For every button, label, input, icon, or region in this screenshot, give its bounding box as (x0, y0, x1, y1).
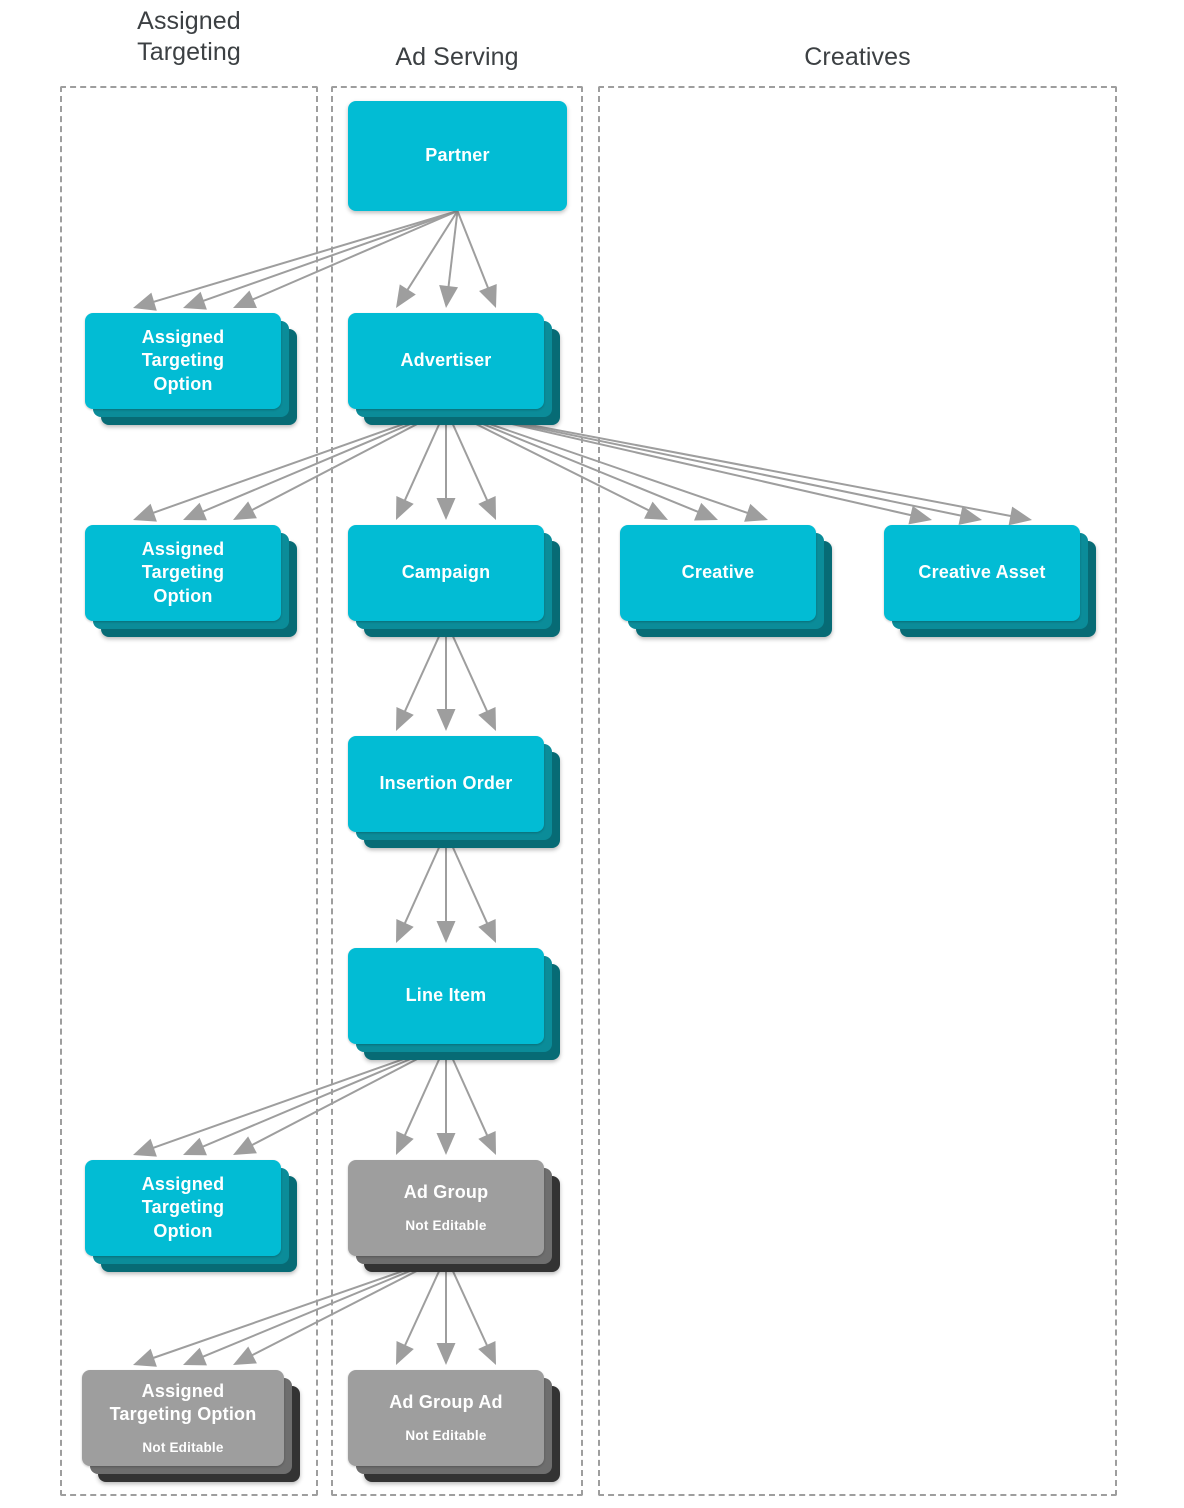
node-label: Ad Group Ad (389, 1392, 503, 1413)
node-label: Partner (425, 145, 490, 166)
node-face-creative-asset[interactable]: Creative Asset (884, 525, 1080, 621)
node-face-campaign[interactable]: Campaign (348, 525, 544, 621)
column-title-creatives: Creatives (804, 43, 911, 71)
column-group-assigned-targeting (60, 86, 318, 1496)
node-status-badge: Not Editable (405, 1218, 487, 1234)
node-face-line-item[interactable]: Line Item (348, 948, 544, 1044)
node-label: Assigned Targeting Option (141, 327, 225, 394)
node-ad-group-ad[interactable]: Ad Group Ad Not Editable (348, 1370, 560, 1482)
node-ato-advertiser[interactable]: Assigned Targeting Option (85, 525, 297, 637)
node-status-badge: Not Editable (142, 1439, 224, 1455)
node-label: Advertiser (400, 350, 492, 371)
column-group-creatives (598, 86, 1117, 1496)
node-creative-asset[interactable]: Creative Asset (884, 525, 1096, 637)
node-label: Insertion Order (379, 773, 513, 794)
node-face-ato-partner[interactable]: Assigned Targeting Option (85, 313, 281, 409)
node-face-partner[interactable]: Partner (348, 101, 567, 211)
node-label: Campaign (401, 562, 491, 583)
node-label: Assigned Targeting Option (141, 1174, 225, 1241)
node-ato-lineitem[interactable]: Assigned Targeting Option (85, 1160, 297, 1272)
node-campaign[interactable]: Campaign (348, 525, 560, 637)
node-label: Creative Asset (918, 562, 1046, 583)
column-title-ad-serving: Ad Serving (395, 43, 519, 71)
node-face-ato-advertiser[interactable]: Assigned Targeting Option (85, 525, 281, 621)
column-title-assigned-targeting: Assigned Targeting (137, 7, 241, 67)
node-ato-partner[interactable]: Assigned Targeting Option (85, 313, 297, 425)
node-label: Creative (681, 562, 755, 583)
node-face-creative[interactable]: Creative (620, 525, 816, 621)
node-insertion-order[interactable]: Insertion Order (348, 736, 560, 848)
node-label: Assigned Targeting Option (109, 1380, 257, 1424)
node-face-advertiser[interactable]: Advertiser (348, 313, 544, 409)
node-status-badge: Not Editable (405, 1428, 487, 1444)
column-group-ad-serving (331, 86, 583, 1496)
node-label: Ad Group (403, 1182, 489, 1203)
node-face-ato-lineitem[interactable]: Assigned Targeting Option (85, 1160, 281, 1256)
node-label: Assigned Targeting Option (141, 539, 225, 606)
node-face-insertion-order[interactable]: Insertion Order (348, 736, 544, 832)
node-label: Line Item (405, 985, 487, 1006)
node-partner[interactable]: Partner (348, 101, 567, 211)
node-line-item[interactable]: Line Item (348, 948, 560, 1060)
node-creative[interactable]: Creative (620, 525, 832, 637)
node-advertiser[interactable]: Advertiser (348, 313, 560, 425)
node-face-ad-group-ad[interactable]: Ad Group Ad Not Editable (348, 1370, 544, 1466)
